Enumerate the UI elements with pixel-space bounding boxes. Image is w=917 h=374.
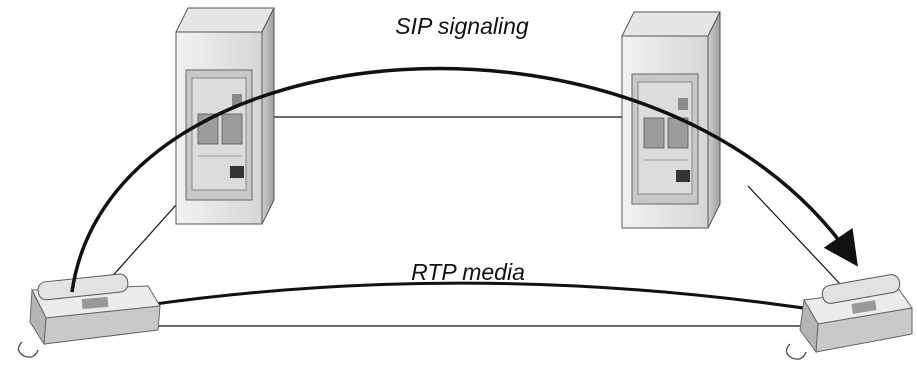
rtp-media-path bbox=[147, 281, 831, 314]
server-right-icon bbox=[621, 11, 721, 229]
server-left-icon bbox=[175, 7, 275, 225]
right-phone-to-server-link bbox=[747, 185, 843, 287]
rtp-media-label: RTP media bbox=[411, 259, 525, 285]
phone-right-icon bbox=[785, 274, 913, 360]
sip-signaling-label: SIP signaling bbox=[395, 13, 529, 39]
phone-left-icon bbox=[17, 273, 161, 358]
sip-signaling-arc bbox=[70, 66, 858, 293]
